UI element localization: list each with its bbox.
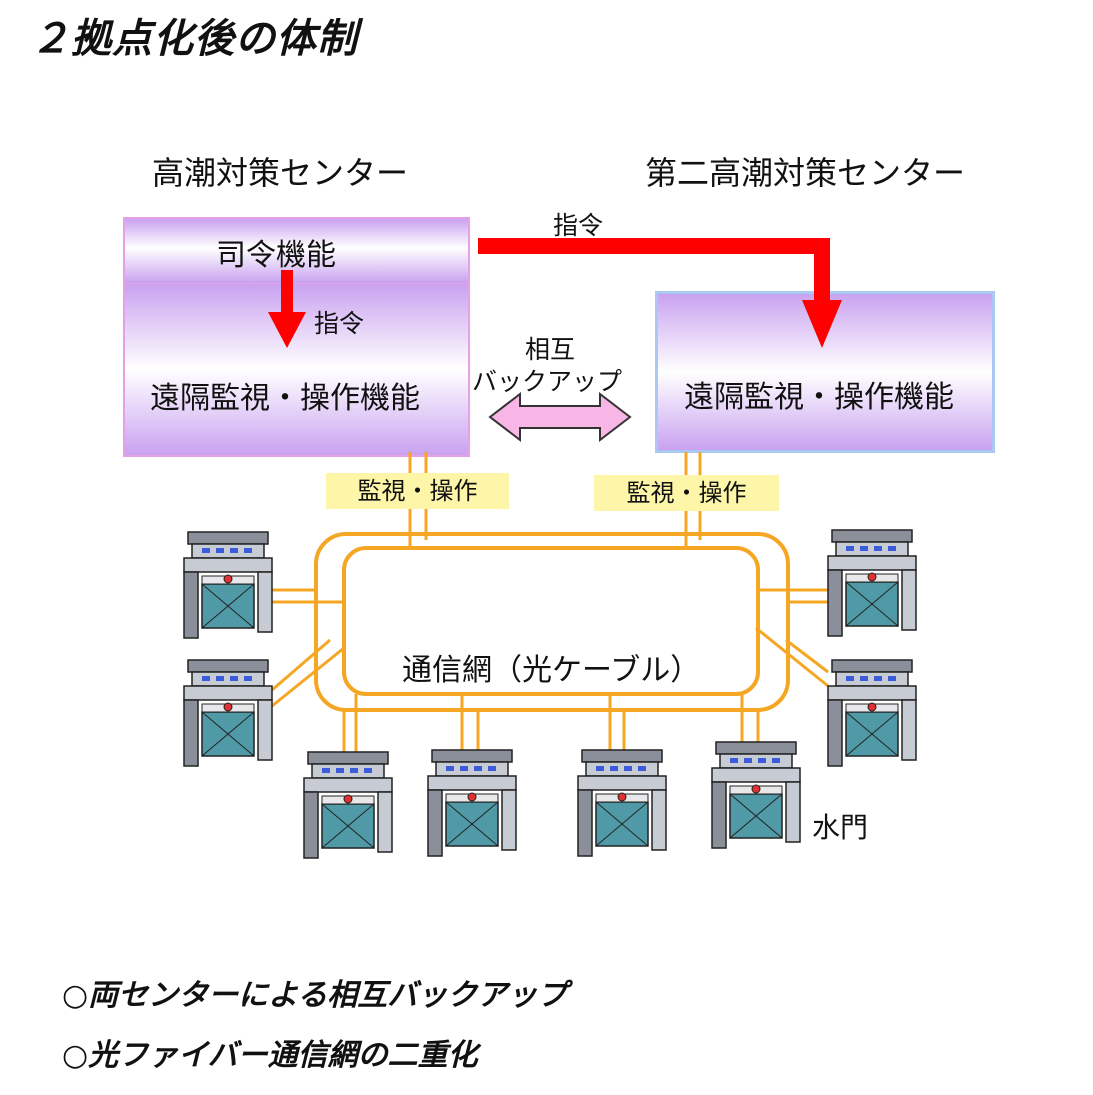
gate-right-top — [827, 529, 917, 637]
gate-left-top — [183, 531, 273, 639]
network-ring-outer — [314, 532, 790, 712]
gate-left-middle — [183, 659, 273, 767]
monitor-label-left: 監視・操作 — [326, 473, 509, 509]
left-remote-function-label: 遠隔監視・操作機能 — [150, 381, 420, 416]
right-remote-function-label: 遠隔監視・操作機能 — [684, 380, 954, 415]
gate-bottom-1 — [303, 751, 393, 859]
command-arrow-cross — [478, 238, 842, 348]
gate-bottom-2 — [427, 749, 517, 857]
page-title: ２拠点化後の体制 — [30, 16, 358, 62]
left-center-name: 高潮対策センター — [152, 154, 409, 192]
command-arrow-left — [268, 270, 306, 348]
network-label: 通信網（光ケーブル） — [402, 653, 701, 688]
command-label-left: 指令 — [314, 309, 365, 338]
monitor-label-right: 監視・操作 — [594, 475, 779, 511]
mutual-backup-line1: 相互 — [525, 335, 576, 364]
gate-right-middle — [827, 659, 917, 767]
mutual-backup-arrow — [488, 391, 632, 443]
network-ring-inner — [342, 546, 760, 696]
command-function-label: 司令機能 — [216, 238, 336, 273]
command-label-cross: 指令 — [553, 211, 604, 240]
gate-label: 水門 — [812, 811, 869, 844]
command-function-box — [123, 217, 470, 283]
mutual-backup-line2: バックアップ — [472, 367, 623, 396]
gate-bottom-3 — [577, 749, 667, 857]
right-center-name: 第二高潮対策センター — [645, 154, 966, 192]
note-mutual-backup: ○両センターによる相互バックアップ — [62, 978, 568, 1013]
right-remote-function-box — [655, 291, 995, 453]
gate-bottom-4 — [711, 741, 801, 849]
note-optical-redundancy: ○光ファイバー通信網の二重化 — [62, 1038, 478, 1073]
gate-links — [271, 588, 829, 770]
